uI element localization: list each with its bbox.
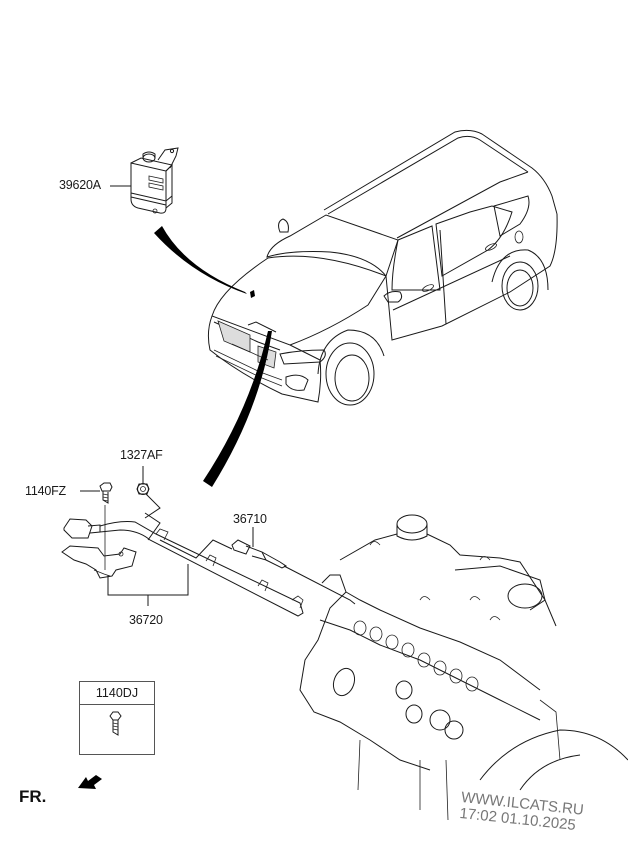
harness-36720-drawing[interactable] xyxy=(61,512,304,617)
bolt-1140FZ-drawing[interactable] xyxy=(99,482,113,504)
front-arrow-icon xyxy=(78,775,102,789)
bolt-1140DJ-drawing[interactable] xyxy=(109,711,122,736)
leader-36720 xyxy=(107,564,189,606)
relay-39620A-drawing[interactable] xyxy=(130,147,179,214)
pointer-arrow-relay xyxy=(154,226,247,294)
leader-1327AF-lead xyxy=(144,493,161,519)
part-label-1140DJ: 1140DJ xyxy=(80,682,154,705)
part-label-1327AF[interactable]: 1327AF xyxy=(120,448,163,462)
engine-drawing xyxy=(299,514,628,821)
nut-1327AF-drawing[interactable] xyxy=(136,483,150,495)
part-label-36710[interactable]: 36710 xyxy=(233,512,267,526)
glowplug-36710-drawing[interactable] xyxy=(231,539,356,605)
part-label-39620A[interactable]: 39620A xyxy=(59,178,101,192)
vehicle-drawing xyxy=(207,129,558,406)
part-box-1140DJ[interactable]: 1140DJ xyxy=(79,681,155,755)
pointer-arrow-harness xyxy=(203,331,272,487)
front-direction-label: FR. xyxy=(19,787,47,806)
part-label-1140FZ[interactable]: 1140FZ xyxy=(25,484,66,498)
part-label-36720[interactable]: 36720 xyxy=(129,613,163,627)
